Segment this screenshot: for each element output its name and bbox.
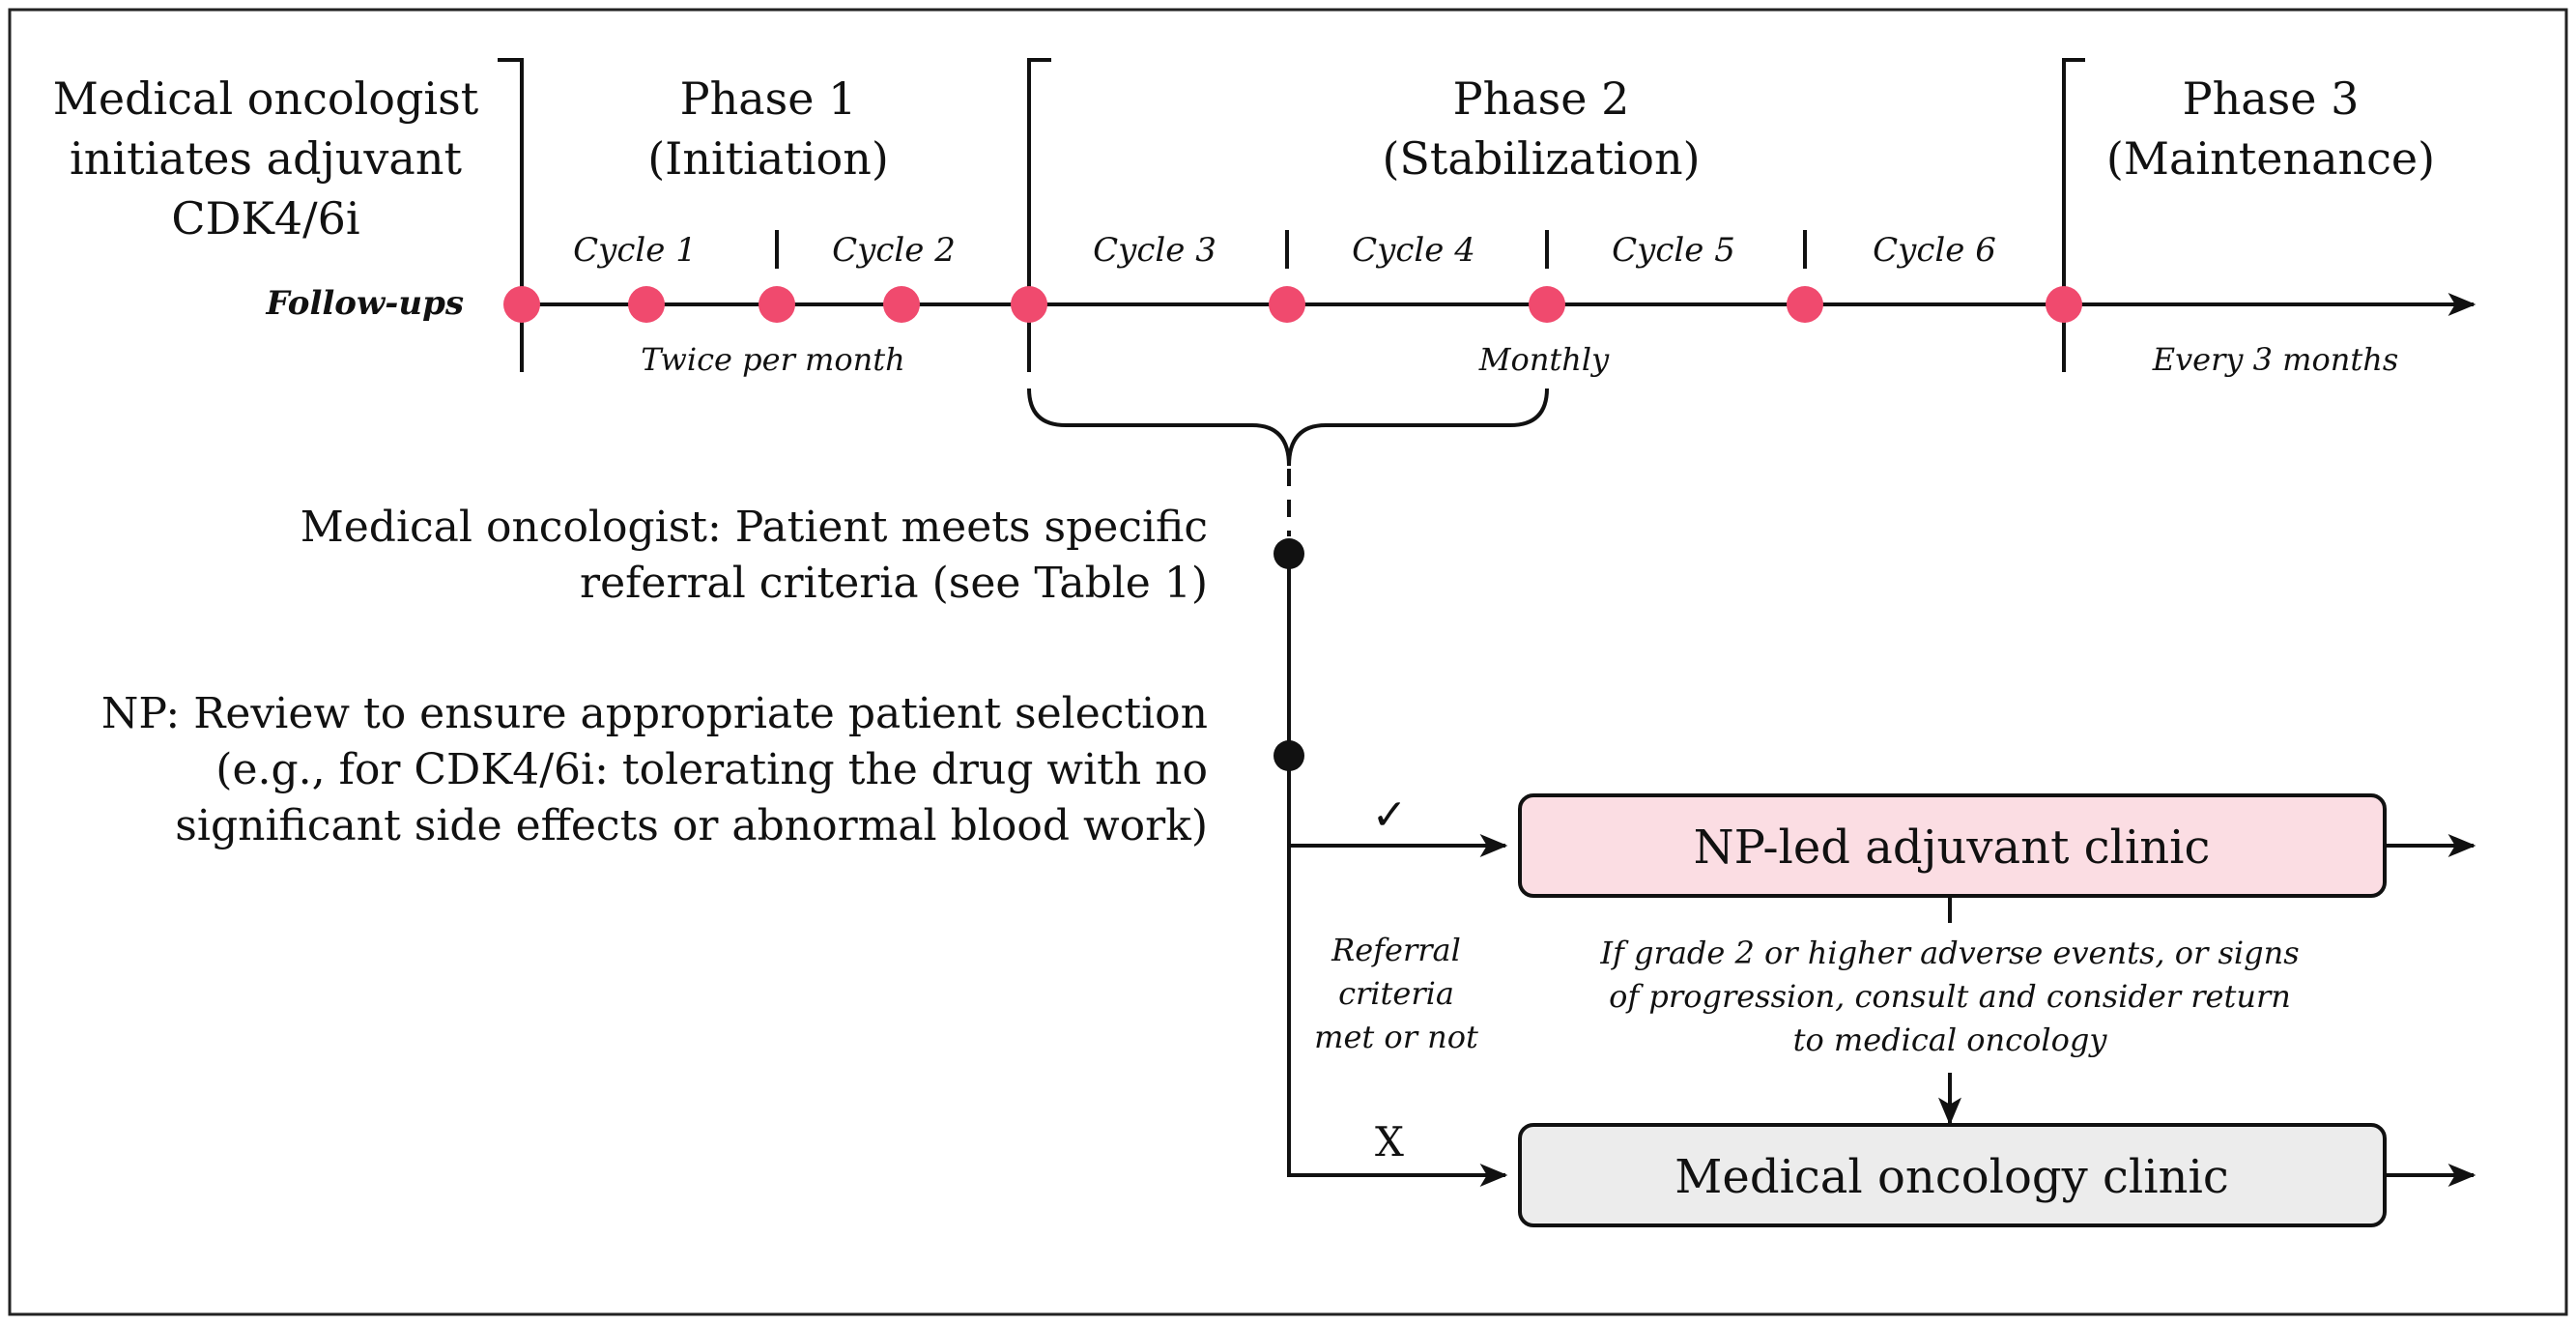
cycle-2-label: Cycle 2 — [832, 231, 956, 270]
criteria-not-met-x-icon: X — [1375, 1118, 1404, 1166]
phase-2-subtitle: (Stabilization) — [1382, 132, 1700, 185]
figure-frame — [8, 8, 2568, 1316]
followups-label: Follow-ups — [266, 284, 464, 323]
referral-line-1: Medical oncologist: Patient meets specif… — [301, 503, 1208, 552]
followup-dot — [1269, 286, 1305, 323]
cycle-1-label: Cycle 1 — [573, 231, 697, 270]
referral-line-2: referral criteria (see Table 1) — [580, 559, 1208, 608]
followup-dot — [758, 286, 795, 323]
cycle-6-label: Cycle 6 — [1873, 231, 1996, 270]
review-step-dot — [1274, 740, 1304, 771]
criteria-note-line-3: met or not — [1314, 1019, 1478, 1055]
frequency-phase-1: Twice per month — [641, 341, 904, 378]
phase-3-subtitle: (Maintenance) — [2106, 132, 2435, 185]
escalation-line-3: to medical oncology — [1793, 1022, 2108, 1058]
phase-1-subtitle: (Initiation) — [647, 132, 889, 185]
stabilization-brace — [1027, 388, 1549, 467]
followup-dot — [1011, 286, 1047, 323]
initiator-label: Medical oncologist initiates adjuvant CD… — [53, 72, 479, 245]
med-clinic-label: Medical oncology clinic — [1674, 1150, 2228, 1204]
phase-2-title: Phase 2 — [1453, 72, 1630, 125]
referral-step-dot — [1274, 538, 1304, 569]
frequency-phase-2: Monthly — [1478, 341, 1610, 378]
phase-1-title: Phase 1 — [680, 72, 857, 125]
initiator-line-1: Medical oncologist — [53, 72, 479, 125]
followup-dot — [628, 286, 665, 323]
criteria-met-check-icon: ✓ — [1372, 791, 1408, 840]
followup-dot — [883, 286, 920, 323]
escalation-line-2: of progression, consult and consider ret… — [1609, 978, 2291, 1015]
followup-dot — [1529, 286, 1565, 323]
review-line-1: NP: Review to ensure appropriate patient… — [101, 689, 1208, 738]
phase-2-bracket — [1027, 58, 1051, 372]
frequency-phase-3: Every 3 months — [2152, 341, 2399, 378]
cycle-3-label: Cycle 3 — [1093, 231, 1216, 270]
criteria-note-line-1: Referral — [1331, 932, 1461, 968]
phase-3-bracket — [2062, 58, 2085, 372]
followup-dot — [1787, 286, 1823, 323]
review-line-2: (e.g., for CDK4/6i: tolerating the drug … — [215, 745, 1208, 794]
review-line-3: significant side effects or abnormal blo… — [175, 801, 1208, 850]
phase-3-title: Phase 3 — [2183, 72, 2360, 125]
cycle-4-label: Cycle 4 — [1352, 231, 1475, 270]
followup-dot — [503, 286, 540, 323]
np-clinic-label: NP-led adjuvant clinic — [1694, 820, 2211, 875]
criteria-note-line-2: criteria — [1338, 975, 1454, 1012]
initiator-line-3: CDK4/6i — [171, 192, 359, 245]
followup-dot — [2046, 286, 2082, 323]
initiator-line-2: initiates adjuvant — [70, 132, 462, 185]
escalation-line-1: If grade 2 or higher adverse events, or … — [1599, 935, 2299, 971]
followup-dots — [503, 286, 2082, 323]
cycle-5-label: Cycle 5 — [1612, 231, 1735, 270]
phase-1-bracket — [498, 58, 524, 372]
